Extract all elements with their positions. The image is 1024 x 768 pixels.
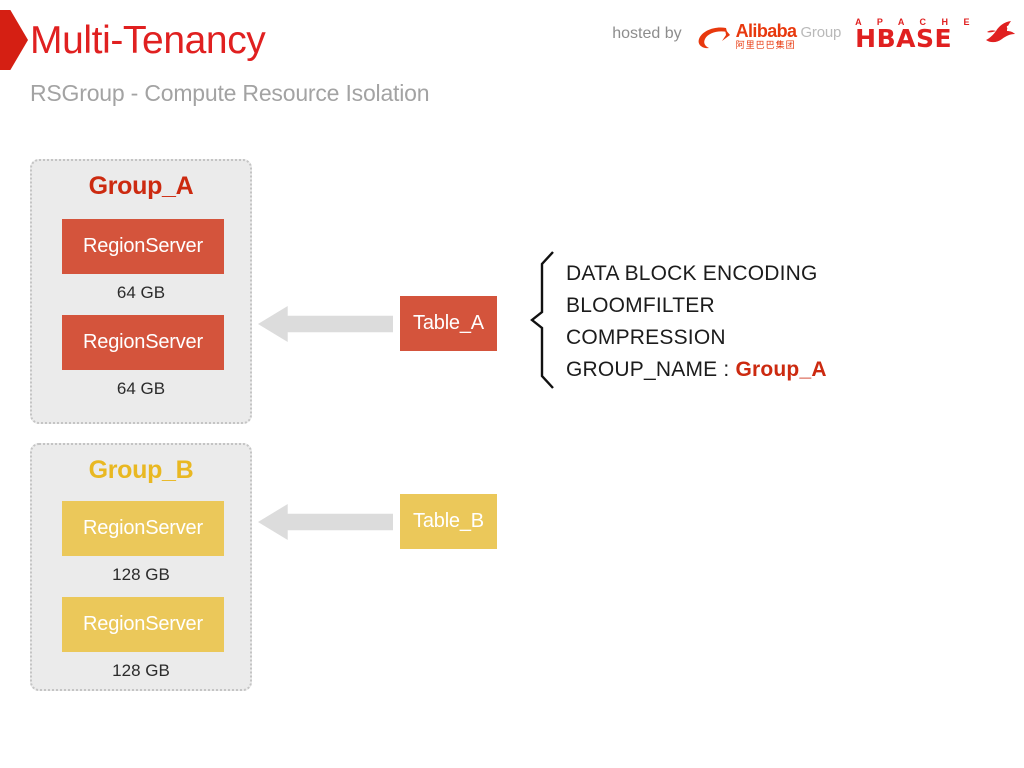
alibaba-group-logo: Alibaba Group 阿里巴巴集团 [696,17,842,51]
regionserver-box-a1: RegionServer [62,219,224,274]
memory-label-a2: 64 GB [116,379,166,398]
alibaba-name: Alibaba [735,21,797,41]
regionserver-box-b2: RegionServer [62,597,224,652]
table-box-a: Table_A [400,296,497,351]
alibaba-wordmark: Alibaba Group 阿里巴巴集团 [736,22,842,51]
hosted-by-label: hosted by [612,25,682,42]
apache-hbase-logo: A P A C H E HBASE [855,16,1016,52]
memory-label-b1: 128 GB [112,565,170,584]
curly-brace-icon [530,251,554,389]
attribute-line-2: BLOOMFILTER [566,294,715,317]
attribute-line-4: GROUP_NAME : Group_A [566,354,966,386]
chevron-right-icon [0,10,28,70]
alibaba-mark-icon [696,25,732,51]
group-b-title: Group_B [88,456,194,484]
hosted-by-block: hosted by Alibaba Group 阿里巴巴集团 A P A C H… [612,14,1016,54]
table-a-label: Table_A [413,312,484,334]
attribute-line-1: DATA BLOCK ENCODING [566,262,818,285]
hbase-wordmark: A P A C H E HBASE [855,16,976,53]
attribute-line-3: COMPRESSION [566,326,726,349]
regionserver-label: RegionServer [83,331,203,353]
regionserver-label: RegionServer [83,613,203,635]
regionserver-box-a2: RegionServer [62,315,224,370]
alibaba-chinese-name: 阿里巴巴集团 [735,41,796,51]
memory-label-b2: 128 GB [112,661,170,680]
group-panel-a: Group_A RegionServer 64 GB RegionServer … [30,159,252,424]
table-a-attribute-list: DATA BLOCK ENCODING BLOOMFILTER COMPRESS… [566,258,966,386]
arrow-left-icon-table-a [258,306,393,342]
arrow-left-icon-table-b [258,504,393,540]
group-name-key: GROUP_NAME : [566,358,736,381]
hbase-orca-icon [982,19,1016,50]
page-title: Multi-Tenancy [30,19,266,62]
table-box-b: Table_B [400,494,497,549]
regionserver-label: RegionServer [83,517,203,539]
page-subtitle: RSGroup - Compute Resource Isolation [30,80,430,106]
apache-word: A P A C H E [855,16,976,27]
memory-label-a1: 64 GB [116,283,166,302]
table-b-label: Table_B [413,510,484,532]
regionserver-box-b1: RegionServer [62,501,224,556]
group-name-value: Group_A [735,358,827,381]
hbase-word: HBASE [855,23,953,53]
group-a-title: Group_A [88,172,194,200]
regionserver-label: RegionServer [83,235,203,257]
group-panel-b: Group_B RegionServer 128 GB RegionServer… [30,443,252,691]
alibaba-group-word: Group [800,24,842,41]
